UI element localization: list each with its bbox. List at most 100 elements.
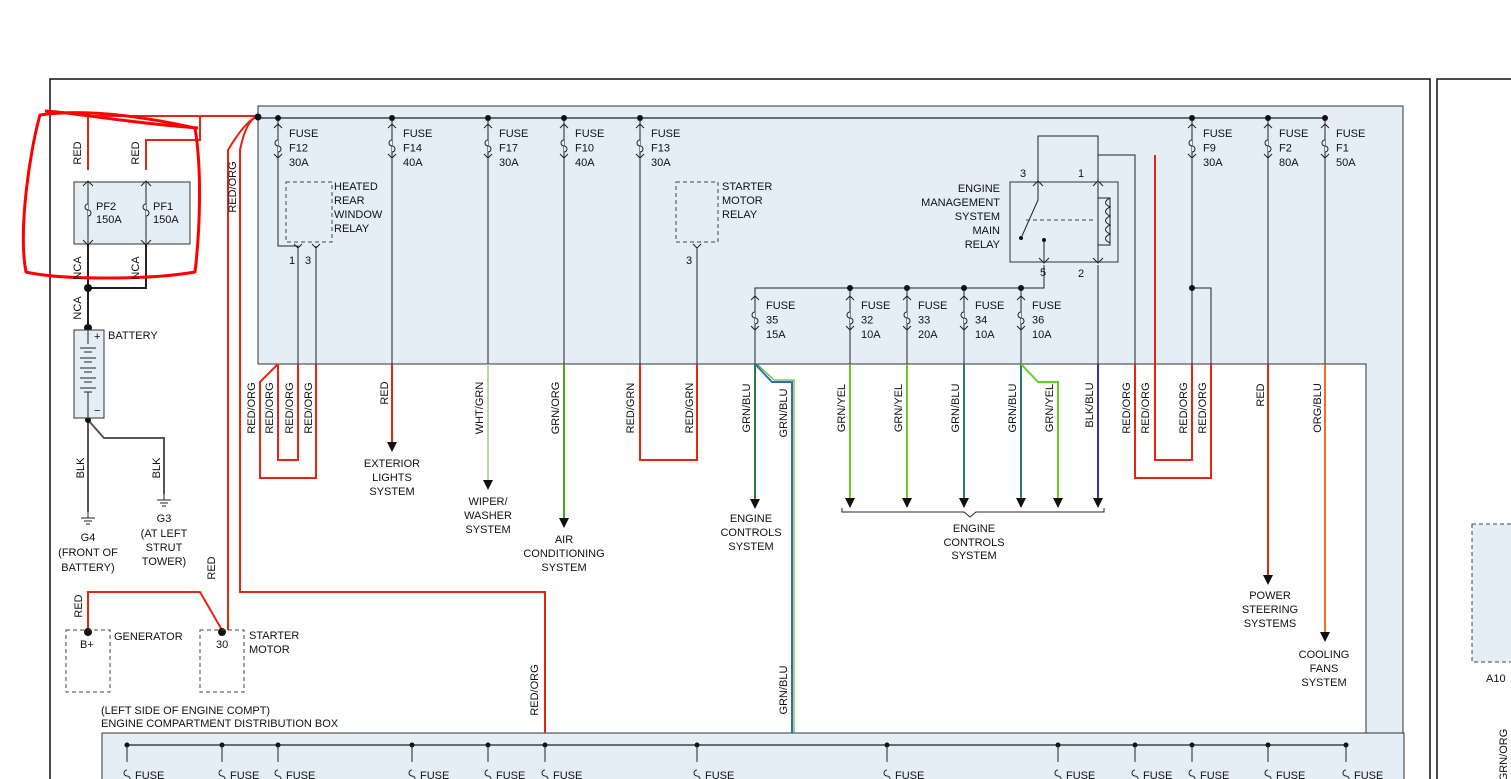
wire-label-red-org: RED/ORG (227, 161, 239, 212)
wire-f12 (277, 118, 299, 364)
ems-relay-pin-2: 2 (1078, 268, 1084, 280)
starter-relay-pin-3: 3 (686, 255, 692, 267)
wires (87, 115, 1346, 746)
pf1-fuse: PF1 150A (140, 180, 179, 246)
heated-relay-pin-3: 3 (305, 255, 311, 267)
g3-label: G3 (157, 513, 172, 525)
wire-grn-blu-long-green (756, 363, 795, 733)
wire-red-org-f9-inner (1154, 155, 1193, 461)
wire-label-red: RED (72, 141, 84, 164)
ems-relay-line-4: MAIN (973, 225, 1001, 237)
ems-relay-line-5: RELAY (965, 239, 1001, 251)
pf2-fuse: PF2 150A (82, 180, 122, 246)
bottom-fuse: FUSE (693, 745, 734, 779)
fuse-32-line-2: 10A (861, 329, 881, 341)
fuse-f10-line-1: F10 (575, 143, 594, 155)
outer-frame (49, 78, 1431, 779)
wire-label-red-org: RED/ORG (264, 382, 276, 433)
bottom-fuse-label: FUSE (553, 770, 582, 779)
fuse-32-line-0: FUSE (861, 300, 890, 312)
dest-wiper-3: SYSTEM (465, 524, 510, 536)
generator: B+ GENERATOR (65, 629, 183, 693)
bottom-fuse-label: FUSE (230, 770, 259, 779)
fuse-f2-line-0: FUSE (1279, 128, 1308, 140)
wire-label-blk-blu: BLK/BLU (1084, 382, 1096, 427)
fuse-f12-line-2: 30A (289, 157, 309, 169)
starter-motor-relay: STARTER MOTOR RELAY 3 (675, 181, 772, 267)
fuse-f9-line-2: 30A (1203, 157, 1223, 169)
fuse-f2-line-2: 80A (1279, 157, 1299, 169)
wire-label-wht-grn: WHT/GRN (474, 382, 486, 435)
fuse-f17-line-2: 30A (499, 157, 519, 169)
g3-sub1: (AT LEFT (141, 528, 188, 540)
bottom-fuse: FUSE (1342, 745, 1383, 779)
ems-relay-line-1: ENGINE (958, 183, 1000, 195)
pf-fuse-block (73, 181, 191, 245)
fuse-34-line-2: 10A (975, 329, 995, 341)
wire-label-org-blu: ORG/BLU (1312, 383, 1324, 433)
wire-label-nca: NCA (72, 256, 84, 280)
dest-cooling-fans-2: FANS (1310, 663, 1339, 675)
engine-controls-bracket (841, 508, 1105, 518)
wire-red-org-f9-outer (1134, 364, 1212, 479)
dest-engine-controls-b-3: SYSTEM (951, 550, 996, 562)
g4-sub2: BATTERY) (61, 562, 114, 574)
wire-label-red-grn: RED/GRN (684, 383, 696, 434)
bottom-fuse: FUSE (1264, 745, 1305, 779)
fuse-f14-line-1: F14 (403, 143, 422, 155)
fuse-f9-line-1: F9 (1203, 143, 1216, 155)
g3-sub3: TOWER) (142, 556, 186, 568)
dest-cooling-fans-1: COOLING (1299, 649, 1350, 661)
fuse-f12-line-1: F12 (289, 143, 308, 155)
wire-red-org-loop-inner (277, 364, 299, 461)
battery-label: BATTERY (108, 330, 158, 342)
wire-label-red-org: RED/ORG (284, 382, 296, 433)
wire-nca-pf1 (88, 244, 147, 289)
wire-generator-starter (87, 591, 223, 631)
distribution-box (257, 105, 1404, 746)
wire-grn-blu-long (754, 363, 793, 733)
fuse-36-line-1: 36 (1032, 315, 1044, 327)
pf2-label: PF2 (96, 201, 116, 213)
fuse-33-line-0: FUSE (918, 300, 947, 312)
heated-relay-pin-1: 1 (289, 255, 295, 267)
heated-relay-line-3: WINDOW (334, 209, 383, 221)
fuse-f14-line-0: FUSE (403, 128, 432, 140)
box-title-2: ENGINE COMPARTMENT DISTRIBUTION BOX (101, 718, 339, 730)
wire-label-red-org: RED/ORG (246, 382, 258, 433)
fuse-33-line-1: 33 (918, 315, 930, 327)
ground-g4: G4 (FRONT OF BATTERY) (58, 512, 118, 574)
fuse-32: FUSE 32 10A (845, 295, 890, 341)
dest-exterior-lights-2: LIGHTS (372, 472, 412, 484)
dest-power-steering-2: STEERING (1242, 604, 1298, 616)
fuse-34-line-0: FUSE (975, 300, 1004, 312)
bottom-fuse: FUSE (1054, 745, 1095, 779)
wire-label-red: RED (73, 594, 85, 617)
wire-red-grn-loop (639, 364, 698, 461)
bottom-fuse-label: FUSE (135, 770, 164, 779)
battery-plus: + (94, 331, 100, 343)
ems-relay-line-3: SYSTEM (955, 211, 1000, 223)
wire-label-grn-yel: GRN/YEL (1044, 384, 1056, 432)
wire-label-red-org: RED/ORG (1178, 382, 1190, 433)
dest-wiper-2: WASHER (464, 510, 512, 522)
starter-motor-label-2: MOTOR (249, 644, 290, 656)
bottom-fuse-label: FUSE (1143, 770, 1172, 779)
wire-label-grn-yel: GRN/YEL (893, 384, 905, 432)
wire-f9-branch (1192, 287, 1212, 364)
arrowheads (387, 442, 1330, 642)
g4-sub1: (FRONT OF (58, 547, 118, 559)
fuse-32-line-1: 32 (861, 315, 873, 327)
fuse-35-line-1: 35 (766, 315, 778, 327)
dest-ac-2: CONDITIONING (523, 548, 604, 560)
fuse-f17-line-1: F17 (499, 143, 518, 155)
wire-label-red-grn: RED/GRN (625, 383, 637, 434)
fuse-f1-line-0: FUSE (1336, 128, 1365, 140)
dest-exterior-lights-3: SYSTEM (369, 486, 414, 498)
